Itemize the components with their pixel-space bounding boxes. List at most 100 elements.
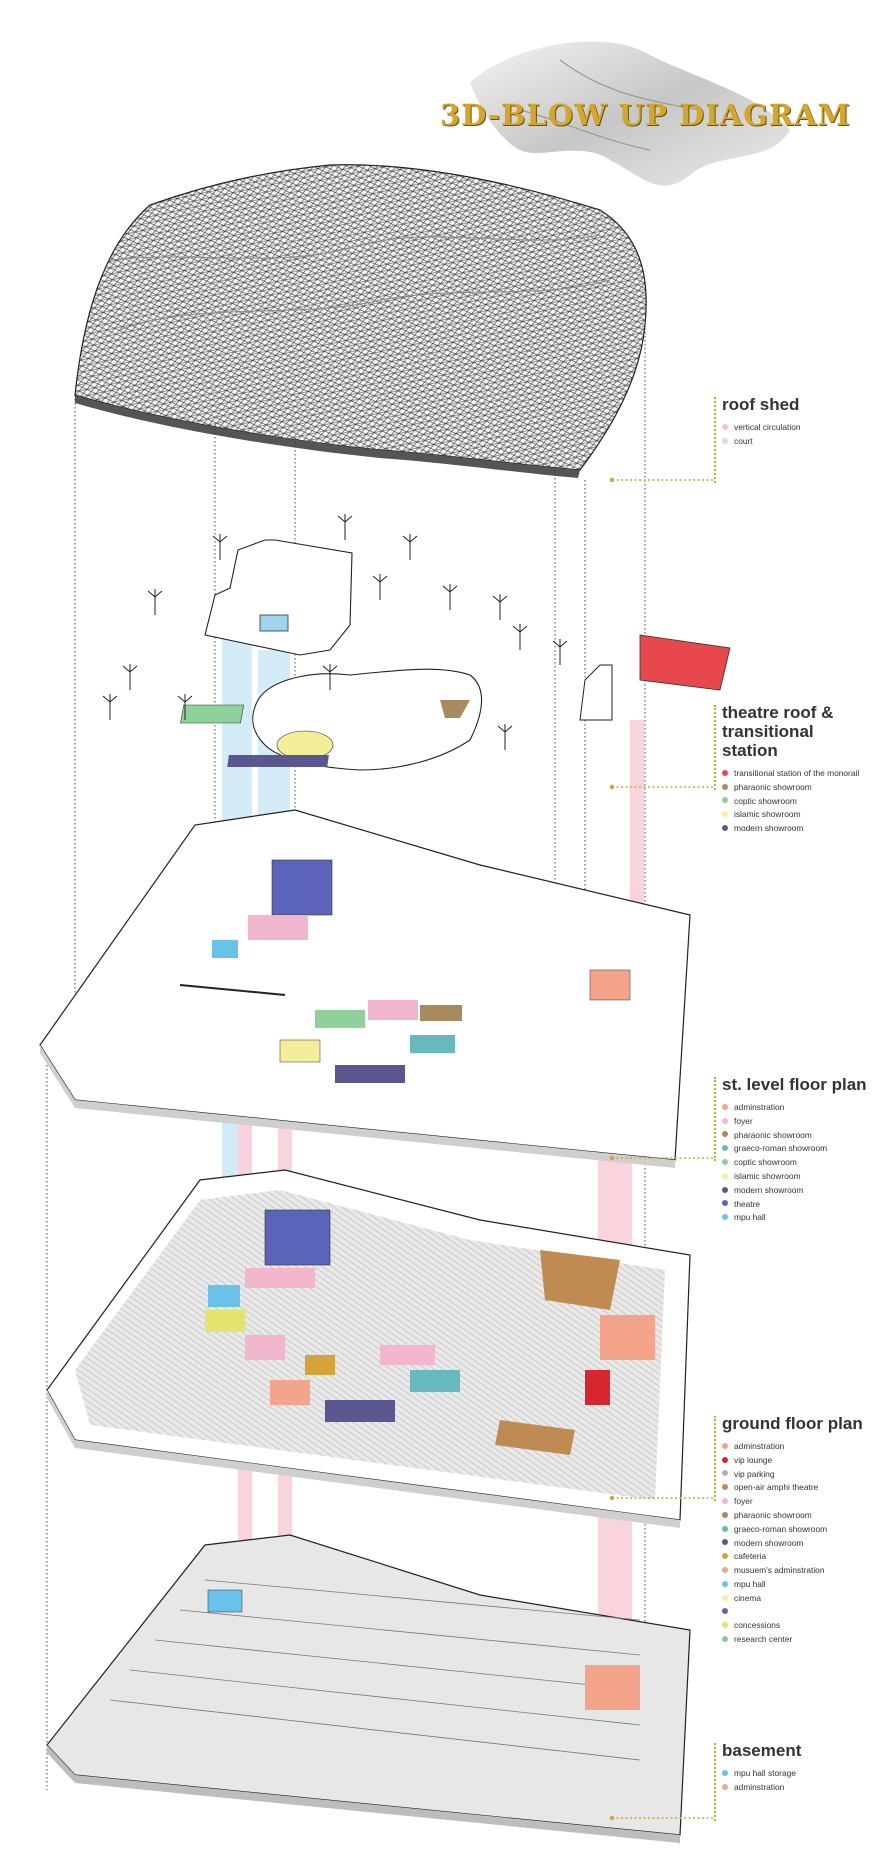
- legend-item-label: transitional station of the monorail: [734, 768, 860, 778]
- legend-swatch-icon: [722, 1103, 728, 1110]
- legend-item: pharaonic showroom: [722, 1509, 880, 1523]
- tree-symbols: [102, 514, 568, 750]
- legend-swatch-icon: [722, 1470, 728, 1477]
- legend-item: adminstration: [722, 1781, 880, 1795]
- legend-item-label: graeco-roman showroom: [734, 1143, 828, 1154]
- legend-item-label: adminstration: [734, 1781, 785, 1792]
- cloth-sculpture-image: [470, 41, 790, 186]
- legend-item: vertical circulation: [722, 421, 880, 435]
- legend-swatch-icon: [722, 824, 728, 831]
- legend-item: pharaonic showroom: [722, 1129, 880, 1143]
- legend-swatch-icon: [722, 1553, 728, 1560]
- legend-item: graeco-roman showroom: [722, 1142, 880, 1156]
- legend-item: concessions: [722, 1619, 880, 1633]
- legend-swatch-icon: [722, 1539, 728, 1546]
- legend-swatch-icon: [722, 1214, 728, 1221]
- legend-swatch-icon: [722, 1117, 728, 1124]
- legend-item-label: adminstration: [734, 1441, 785, 1451]
- legend-item-label: islamic showroom: [734, 1170, 801, 1181]
- legend-item-label: theatre: [734, 1198, 761, 1209]
- legend-swatch-icon: [722, 783, 728, 790]
- diagram-title: 3D-BLOW UP DIAGRAM: [440, 98, 851, 132]
- legend-item-label: mpu hall: [734, 1578, 766, 1589]
- legend-item-label: pharaonic showroom: [734, 1509, 812, 1520]
- legend-heading: st. level floor plan: [722, 1075, 867, 1094]
- legend-heading: basement: [722, 1741, 802, 1760]
- legend-list: mpu hall storage adminstration: [722, 1767, 880, 1795]
- legend-item-label: modern showroom: [734, 1184, 804, 1195]
- street-level-layer: [39, 809, 691, 1168]
- legend-item: foyer: [722, 1495, 880, 1509]
- legend-item-label: islamic showroom: [734, 809, 801, 820]
- legend-item-label: pharaonic showroom: [734, 781, 812, 792]
- legend-item: islamic showroom: [722, 808, 880, 822]
- legend-swatch-icon: [722, 1200, 728, 1207]
- legend-bar: [714, 1416, 716, 1501]
- legend-swatch-icon: [722, 1622, 728, 1629]
- legend-swatch-icon: [722, 437, 728, 444]
- legend-theatre-roof: theatre roof & transitional station tran…: [714, 703, 880, 836]
- legend-bar: [714, 705, 716, 790]
- legend-item: mpu hall: [722, 1578, 880, 1592]
- ground-floor-layer: [46, 1169, 691, 1528]
- legend-swatch-icon: [722, 1131, 728, 1138]
- legend-list: transitional station of the monorail phar…: [722, 767, 880, 836]
- legend-basement: basement mpu hall storage adminstration: [714, 1741, 880, 1821]
- legend-swatch-icon: [722, 1608, 728, 1615]
- legend-item-label: graeco-roman showroom: [734, 1523, 828, 1534]
- legend-bar: [714, 1077, 716, 1161]
- legend-bar: [714, 397, 716, 483]
- legend-swatch-icon: [722, 1456, 728, 1463]
- legend-item-label: foyer: [734, 1115, 753, 1126]
- legend-bar: [714, 1743, 716, 1821]
- legend-heading: ground floor plan: [722, 1414, 863, 1433]
- legend-item: modern showroom: [722, 822, 880, 836]
- legend-item: mpu hall storage: [722, 1767, 880, 1781]
- legend-swatch-icon: [722, 797, 728, 804]
- legend-item: vip parking: [722, 1468, 880, 1482]
- legend-swatch-icon: [722, 1186, 728, 1193]
- legend-item-label: mpu hall storage: [734, 1768, 796, 1778]
- legend-swatch-icon: [722, 423, 728, 430]
- legend-swatch-icon: [722, 1525, 728, 1532]
- legend-swatch-icon: [722, 1594, 728, 1601]
- legend-item-label: research center: [734, 1634, 793, 1645]
- legend-item-label: cafeteria: [734, 1551, 767, 1562]
- legend-item: modern showroom: [722, 1537, 880, 1551]
- legend-item: adminstration: [722, 1440, 880, 1454]
- legend-item: cinema: [722, 1592, 880, 1606]
- legend-item: musuem's adminstration: [722, 1564, 880, 1578]
- legend-street-level: st. level floor plan adminstration foyer p…: [714, 1075, 880, 1225]
- legend-swatch-icon: [722, 1158, 728, 1165]
- legend-swatch-icon: [722, 1635, 728, 1642]
- legend-item-label: modern showroom: [734, 823, 804, 834]
- leader-lines: [612, 479, 714, 1819]
- legend-item-label: modern showroom: [734, 1537, 804, 1548]
- legend-item: court: [722, 435, 880, 449]
- legend-swatch-icon: [722, 1497, 728, 1504]
- legend-item: research center: [722, 1633, 880, 1647]
- leader-dots: [609, 477, 615, 1821]
- legend-item-label: cinema: [734, 1592, 761, 1603]
- legend-ground-floor: ground floor plan adminstration vip loung…: [714, 1414, 880, 1647]
- legend-item: vip lounge: [722, 1454, 880, 1468]
- legend-swatch-icon: [722, 1566, 728, 1573]
- legend-heading: theatre roof & transitional station: [722, 703, 834, 760]
- legend-swatch-icon: [722, 1511, 728, 1518]
- legend-item: cafeteria: [722, 1550, 880, 1564]
- legend-item: theatre: [722, 1198, 880, 1212]
- legend-swatch-icon: [722, 1172, 728, 1179]
- theatre-roof-layer: [102, 514, 731, 771]
- legend-item-label: vip parking: [734, 1468, 775, 1479]
- legend-item: mpu hall: [722, 1211, 880, 1225]
- legend-item: foyer: [722, 1115, 880, 1129]
- legend-item: coptic showroom: [722, 1156, 880, 1170]
- legend-item-label: coptic showroom: [734, 1157, 797, 1168]
- legend-item: graeco-roman showroom: [722, 1523, 880, 1537]
- legend-item-label: vertical circulation: [734, 422, 801, 432]
- legend-item-label: adminstration: [734, 1102, 785, 1112]
- legend-item-label: concessions: [734, 1620, 781, 1631]
- legend-item: open-air amphi theatre: [722, 1481, 880, 1495]
